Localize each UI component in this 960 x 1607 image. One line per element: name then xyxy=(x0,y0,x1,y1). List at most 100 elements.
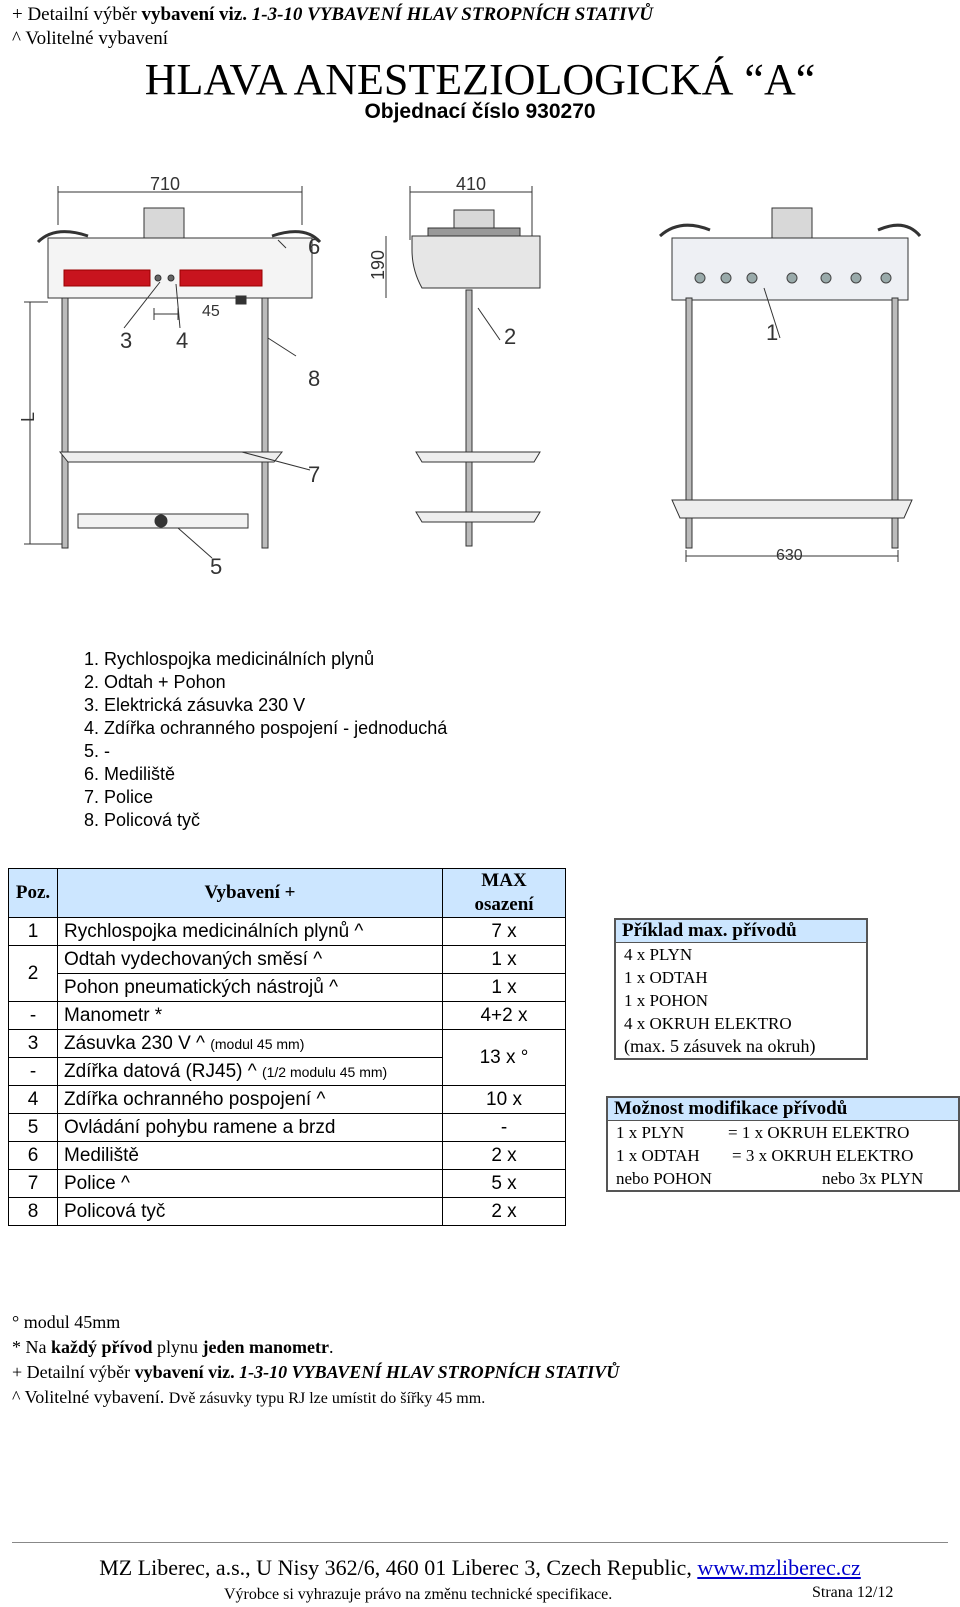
row-max: 4+2 x xyxy=(442,1001,566,1030)
example-supply-box: Příklad max. přívodů 4 x PLYN 1 x ODTAH … xyxy=(614,918,868,1060)
legend-item: 3. Elektrická zásuvka 230 V xyxy=(84,695,306,715)
header-pos: Poz. xyxy=(8,868,58,918)
note-bold: každý přívod xyxy=(51,1337,153,1357)
table-row: 8 Policová tyč 2 x xyxy=(8,1197,566,1226)
header-max-line1: MAX xyxy=(481,870,527,891)
mod-left: 1 x ODTAH xyxy=(616,1146,700,1165)
footer-address: MZ Liberec, a.s., U Nisy 362/6, 460 01 L… xyxy=(0,1555,960,1581)
note-italic: 1-3-10 VYBAVENÍ HLAV STROPNÍCH STATIVŮ xyxy=(239,1362,620,1382)
table-row: - Manometr * 4+2 x xyxy=(8,1001,566,1030)
row-pos: 4 xyxy=(8,1085,58,1114)
header-bold-text: vybavení viz. xyxy=(141,4,247,25)
row-max: 10 x xyxy=(442,1085,566,1114)
legend-item: 2. Odtah + Pohon xyxy=(84,672,226,692)
callout-6: 6 xyxy=(308,234,320,259)
footer-divider xyxy=(12,1542,948,1543)
note-bold: vybavení viz. xyxy=(134,1362,235,1382)
row-name-text: Zásuvka 230 V ^ xyxy=(64,1032,205,1054)
example-box-line: 1 x ODTAH xyxy=(624,968,708,987)
page-number: Strana 12/12 xyxy=(812,1584,894,1601)
callout-5: 5 xyxy=(210,554,222,579)
table-row: 5 Ovládání pohybu ramene a brzd - xyxy=(8,1113,566,1142)
note-text: * Na xyxy=(12,1337,47,1357)
equipment-table: Poz. Vybavení + MAX osazení 1 Rychlospoj… xyxy=(8,868,566,1226)
row-name: Pohon pneumatických nástrojů ^ xyxy=(57,973,443,1002)
mod-right: = 1 x OKRUH ELEKTRO xyxy=(728,1123,910,1142)
header-equipment: Vybavení + xyxy=(57,868,443,918)
example-box-title: Příklad max. přívodů xyxy=(616,920,866,943)
row-pos: 1 xyxy=(8,917,58,946)
row-name: Policová tyč xyxy=(57,1197,443,1226)
table-row: 4 Zdířka ochranného pospojení ^ 10 x xyxy=(8,1085,566,1114)
note-text: . xyxy=(329,1337,334,1357)
website-link[interactable]: www.mzliberec.cz xyxy=(697,1555,861,1580)
row-pos: 8 xyxy=(8,1197,58,1226)
modification-box: Možnost modifikace přívodů 1 x PLYN = 1 … xyxy=(606,1096,960,1192)
table-row: 7 Police ^ 5 x xyxy=(8,1169,566,1198)
modification-box-title: Možnost modifikace přívodů xyxy=(608,1098,958,1121)
header-line-2: ^ Volitelné vybavení xyxy=(12,28,168,49)
row-name: Zásuvka 230 V ^ (modul 45 mm) xyxy=(57,1029,443,1058)
footer-disclaimer: Výrobce si vyhrazuje právo na změnu tech… xyxy=(224,1586,613,1603)
callout-3: 3 xyxy=(120,328,132,353)
example-box-line: 4 x OKRUH ELEKTRO xyxy=(624,1014,792,1033)
note-detail: + Detailní výběr vybavení viz. 1-3-10 VY… xyxy=(12,1362,619,1383)
row-max: 13 x ° xyxy=(442,1029,566,1086)
table-header-row: Poz. Vybavení + MAX osazení xyxy=(8,868,566,918)
page-title: HLAVA ANESTEZIOLOGICKÁ “A“ xyxy=(144,55,816,104)
table-row: 2 Odtah vydechovaných směsí ^ 1 x xyxy=(8,945,566,1002)
callout-2: 2 xyxy=(504,324,516,349)
header-italic-text: 1-3-10 VYBAVENÍ HLAV STROPNÍCH STATIVŮ xyxy=(251,4,653,25)
row-max: 7 x xyxy=(442,917,566,946)
order-number: Objednací číslo 930270 xyxy=(364,100,596,123)
row-max: - xyxy=(442,1113,566,1142)
legend-item: 1. Rychlospojka medicinálních plynů xyxy=(84,649,375,669)
parts-legend: 1. Rychlospojka medicinálních plynů 2. O… xyxy=(84,648,447,832)
note-text: ^ Volitelné vybavení. xyxy=(12,1387,165,1407)
example-box-line: 1 x POHON xyxy=(624,991,709,1010)
callout-4: 4 xyxy=(176,328,188,353)
row-max: 2 x xyxy=(442,1141,566,1170)
row-pos: 2 xyxy=(8,945,58,1002)
row-name: Mediliště xyxy=(57,1141,443,1170)
note-bold: jeden manometr xyxy=(202,1337,330,1357)
dim-410-label: 410 xyxy=(456,174,486,194)
table-row: - Zdířka datová (RJ45) ^ (1/2 modulu 45 … xyxy=(8,1057,566,1086)
note-small: Dvě zásuvky typu RJ lze umístit do šířky… xyxy=(168,1390,486,1407)
row-name: Ovládání pohybu ramene a brzd xyxy=(57,1113,443,1142)
table-row: 3 Zásuvka 230 V ^ (modul 45 mm) 13 x ° xyxy=(8,1029,566,1086)
row-max: 5 x xyxy=(442,1169,566,1198)
legend-item: 7. Police xyxy=(84,787,154,807)
header-max-line2: osazení xyxy=(474,894,534,915)
dim-L-label: L xyxy=(20,412,38,422)
row-name: Rychlospojka medicinálních plynů ^ xyxy=(57,917,443,946)
note-manometer: * Na každý přívod plynu jeden manometr. xyxy=(12,1337,334,1358)
callout-1: 1 xyxy=(766,320,778,345)
note-module: ° modul 45mm xyxy=(12,1312,121,1332)
row-pos: - xyxy=(8,1057,58,1086)
modification-line-1: 1 x PLYN = 1 x OKRUH ELEKTRO xyxy=(608,1121,958,1144)
row-note: (1/2 modulu 45 mm) xyxy=(261,1063,388,1080)
mod-left: 1 x PLYN xyxy=(616,1123,685,1142)
row-note: (modul 45 mm) xyxy=(210,1035,305,1052)
technical-drawings: 710 410 190 45 L 630 1 2 3 4 5 6 7 8 xyxy=(20,174,922,579)
row-max: 1 x xyxy=(442,945,566,974)
row-name: Zdířka datová (RJ45) ^ (1/2 modulu 45 mm… xyxy=(57,1057,443,1086)
legend-item: 5. - xyxy=(84,741,111,761)
row-max: 2 x xyxy=(442,1197,566,1226)
row-max: 1 x xyxy=(442,973,566,1002)
callout-7: 7 xyxy=(308,462,320,487)
row-pos: 7 xyxy=(8,1169,58,1198)
mod-right: = 3 x OKRUH ELEKTRO xyxy=(732,1146,914,1165)
example-box-line: 4 x PLYN xyxy=(624,945,693,964)
row-pos: - xyxy=(8,1001,58,1030)
dim-710-label: 710 xyxy=(150,174,180,194)
note-optional: ^ Volitelné vybavení. Dvě zásuvky typu R… xyxy=(12,1387,485,1408)
header-line-1: + Detailní výběr vybavení viz. 1-3-10 VY… xyxy=(12,4,653,26)
footer-address-text: MZ Liberec, a.s., U Nisy 362/6, 460 01 L… xyxy=(99,1555,692,1580)
mod-left: nebo POHON xyxy=(616,1169,712,1188)
legend-item: 6. Mediliště xyxy=(84,764,176,784)
dim-190-label: 190 xyxy=(368,250,388,280)
row-name: Police ^ xyxy=(57,1169,443,1198)
legend-item: 8. Policová tyč xyxy=(84,810,201,830)
